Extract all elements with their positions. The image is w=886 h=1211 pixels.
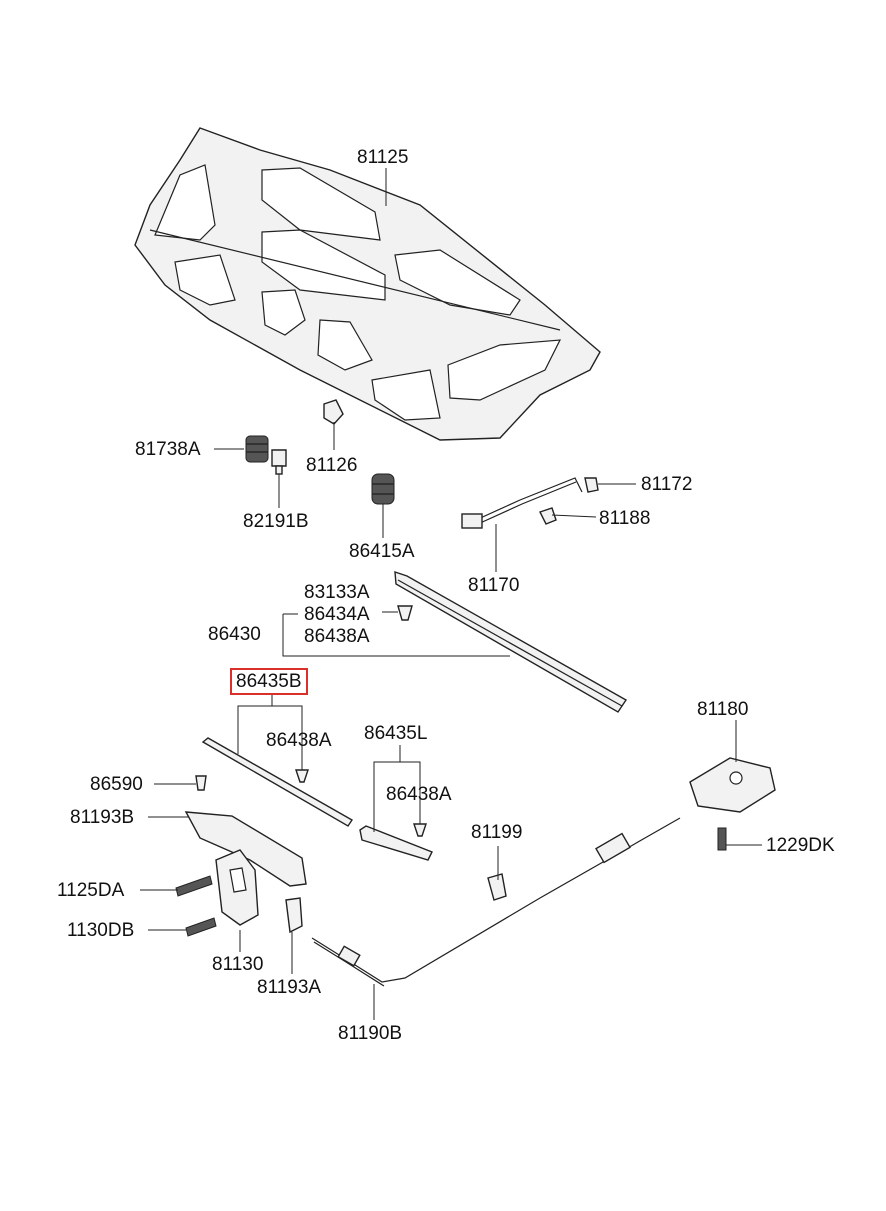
bolt-1229DK — [717, 827, 727, 851]
part-label-86434A[interactable]: 86434A — [304, 604, 370, 625]
hood-latch-81130 — [215, 849, 259, 926]
hood-seal-strip-86435B — [201, 737, 353, 827]
part-label-81199[interactable]: 81199 — [471, 822, 523, 843]
hood-seal-strip-86435L — [359, 825, 433, 861]
hood-stopper-81738A — [245, 435, 269, 463]
part-label-81130[interactable]: 81130 — [212, 954, 264, 975]
part-label-81172[interactable]: 81172 — [641, 474, 693, 495]
grommet-86415A — [371, 473, 395, 505]
hood-release-cable-81190B — [311, 817, 681, 987]
part-label-81193A[interactable]: 81193A — [257, 977, 322, 998]
latch-bracket-81193B — [184, 811, 307, 887]
hood-bumper-81126 — [323, 399, 344, 425]
part-label-86415A[interactable]: 86415A — [349, 541, 415, 562]
latch-striker-81193A — [285, 897, 303, 934]
part-label-81180[interactable]: 81180 — [697, 699, 749, 720]
part-label-81125[interactable]: 81125 — [357, 147, 409, 168]
part-label-81188[interactable]: 81188 — [599, 508, 651, 529]
part-label-1125DA[interactable]: 1125DA — [57, 880, 125, 901]
clip-86438A-3 — [413, 823, 427, 837]
part-label-81126[interactable]: 81126 — [306, 455, 358, 476]
leader-lines — [140, 168, 762, 1020]
hood-insulator-pad — [134, 127, 601, 441]
part-label-86435L[interactable]: 86435L — [364, 723, 428, 744]
bumper-82191B — [271, 449, 287, 475]
bolt-1125DA — [175, 875, 213, 897]
hood-latch-cable-81170 — [461, 477, 599, 529]
part-label-82191B[interactable]: 82191B — [243, 511, 309, 532]
release-handle-bracket-81180 — [689, 757, 776, 813]
part-label-81190B[interactable]: 81190B — [338, 1023, 403, 1044]
part-label-81738A[interactable]: 81738A — [135, 439, 201, 460]
part-label-86435B-highlighted[interactable]: 86435B — [230, 668, 308, 695]
part-label-86438A-2[interactable]: 86438A — [266, 730, 332, 751]
cable-clip-81199 — [487, 873, 507, 901]
part-label-1130DB[interactable]: 1130DB — [67, 920, 135, 941]
part-label-81170[interactable]: 81170 — [468, 575, 520, 596]
bolt-1130DB — [185, 917, 217, 937]
clip-86438A-2 — [295, 769, 309, 783]
part-label-1229DK[interactable]: 1229DK — [766, 835, 835, 856]
clip-86590 — [195, 775, 207, 791]
part-label-81193B[interactable]: 81193B — [70, 807, 135, 828]
clip-86434A — [397, 605, 413, 621]
part-label-86590[interactable]: 86590 — [90, 774, 143, 795]
part-label-83133A[interactable]: 83133A — [304, 582, 370, 603]
part-label-86438A-1[interactable]: 86438A — [304, 626, 370, 647]
part-label-86430[interactable]: 86430 — [208, 624, 261, 645]
hood-weatherstrip-86430 — [394, 571, 628, 713]
part-label-86438A-3[interactable]: 86438A — [386, 784, 452, 805]
